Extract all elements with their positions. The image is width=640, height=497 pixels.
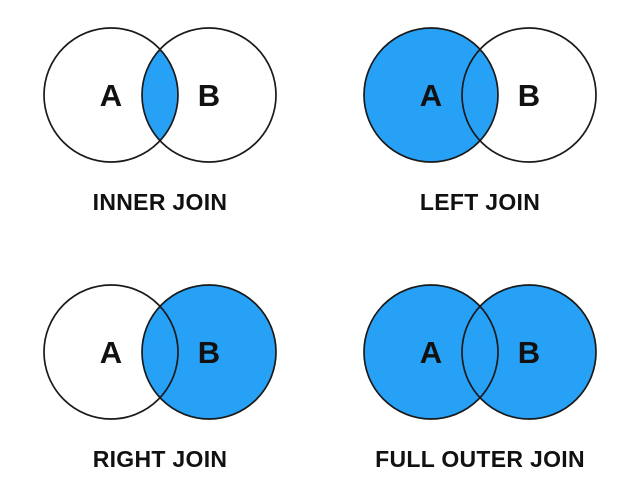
circle-a-outline xyxy=(43,27,179,163)
venn-graphic-inner-join: A B xyxy=(43,27,277,163)
label-a: A xyxy=(100,78,122,113)
circle-a-fill xyxy=(364,28,498,162)
intersection-region xyxy=(142,49,178,141)
circle-b-fill xyxy=(142,285,276,419)
diagram-inner-join: A B INNER JOIN xyxy=(0,0,320,248)
circle-b-outline xyxy=(461,284,597,420)
circle-a-fill xyxy=(44,285,178,419)
circle-b-outline xyxy=(461,27,597,163)
venn-graphic-full-outer-join: A B xyxy=(363,284,597,420)
label-a: A xyxy=(420,78,442,113)
label-b: B xyxy=(518,335,540,370)
label-b: B xyxy=(518,78,540,113)
circle-a-fill xyxy=(364,285,498,419)
intersection-region xyxy=(142,306,178,398)
venn-graphic-left-join: A B xyxy=(363,27,597,163)
intersection-region xyxy=(462,306,498,398)
circle-a-fill xyxy=(44,28,178,162)
venn-graphic-right-join: A B xyxy=(43,284,277,420)
label-a: A xyxy=(100,335,122,370)
diagram-right-join: A B RIGHT JOIN xyxy=(0,248,320,497)
diagram-title: FULL OUTER JOIN xyxy=(375,446,585,472)
intersection-region xyxy=(462,49,498,141)
circle-b-outline xyxy=(141,284,277,420)
diagram-title: LEFT JOIN xyxy=(419,189,541,215)
circle-b-fill xyxy=(462,285,596,419)
label-a: A xyxy=(420,335,442,370)
label-b: B xyxy=(198,78,220,113)
circle-b-fill xyxy=(462,28,596,162)
label-b: B xyxy=(198,335,220,370)
circle-a-outline xyxy=(43,284,179,420)
diagram-title: RIGHT JOIN xyxy=(92,446,228,472)
circle-b-fill xyxy=(142,28,276,162)
diagram-left-join: A B LEFT JOIN xyxy=(320,0,640,248)
circle-a-outline xyxy=(363,284,499,420)
diagram-title: INNER JOIN xyxy=(92,189,228,215)
circle-a-outline xyxy=(363,27,499,163)
circle-b-outline xyxy=(141,27,277,163)
diagram-full-outer-join: A B FULL OUTER JOIN xyxy=(320,248,640,497)
